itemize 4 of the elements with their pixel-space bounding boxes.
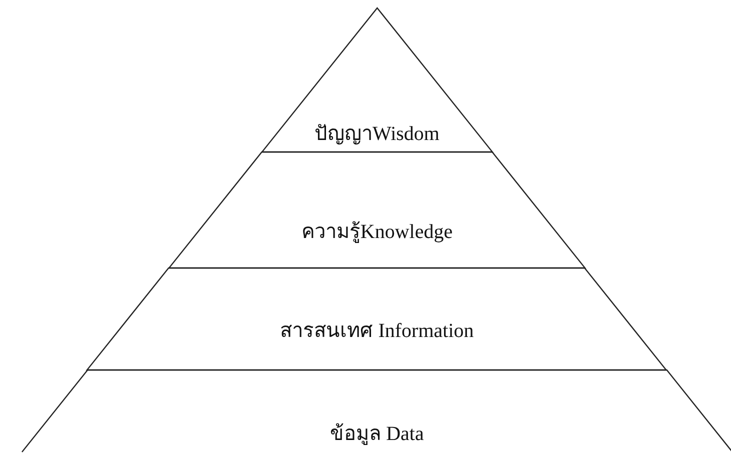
level-label: ปัญญาWisdom bbox=[314, 122, 440, 147]
level-label: สารสนเทศ Information bbox=[280, 319, 474, 344]
level-label: ความรู้Knowledge bbox=[301, 220, 453, 245]
level-label: ข้อมูล Data bbox=[330, 422, 424, 447]
